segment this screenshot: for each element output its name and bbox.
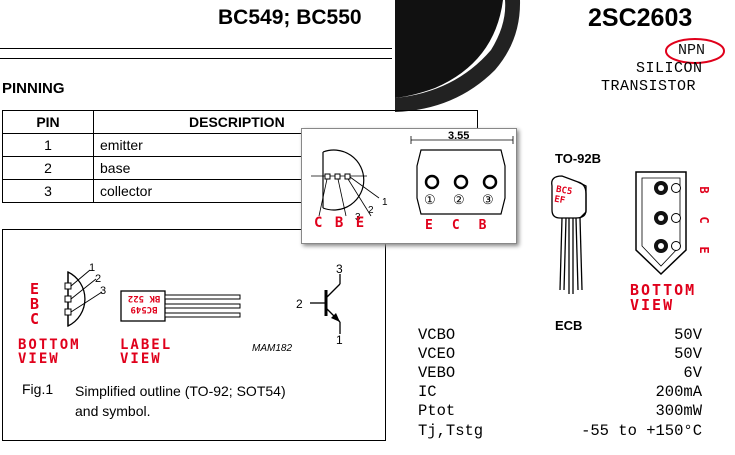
header-rule-top	[0, 48, 392, 49]
type-npn: NPN	[678, 42, 706, 59]
spec-param: VEBO	[418, 364, 456, 382]
spec-row: VCBO 50V	[418, 326, 702, 345]
caption-line1: Simplified outline (TO-92; SOT54)	[75, 383, 286, 399]
column-header-pin: PIN	[2, 110, 94, 134]
spec-row: Ptot 300mW	[418, 402, 702, 421]
to92-label-view	[120, 290, 241, 322]
label-c: C	[30, 310, 42, 328]
pin-letter-b: B	[697, 186, 711, 196]
spec-row: Tj,Tstg -55 to +150°C	[418, 422, 702, 441]
spec-row: IC 200mA	[418, 383, 702, 402]
label-e: E	[30, 280, 42, 298]
pin-cell: 1	[2, 133, 94, 157]
spec-row: VEBO 6V	[418, 364, 702, 383]
overlay-letter-e: E	[355, 215, 367, 231]
datasheet-bottom-view-label: BOTTOM VIEW	[630, 283, 696, 313]
label-view-label: LABEL VIEW	[120, 338, 172, 366]
npn-highlight-circle	[665, 38, 725, 64]
bottom-view-line1: BOTTOM	[18, 337, 81, 353]
figure-caption: Simplified outline (TO-92; SOT54) and sy…	[75, 381, 355, 421]
spec-value: 300mW	[655, 402, 702, 420]
npn-transistor-symbol	[310, 274, 341, 334]
spec-param: Tj,Tstg	[418, 422, 484, 440]
overlay-lead-1: 1	[382, 197, 388, 208]
bottom-view-line2: VIEW	[18, 351, 60, 367]
overlay-dimension: 3.55	[448, 130, 470, 142]
overlay-letter-c2: C	[451, 218, 479, 233]
header-rule-bottom	[0, 58, 392, 59]
pin-cell: 2	[2, 156, 94, 180]
pin-order-label: ECB	[555, 318, 583, 333]
bottom-view-pin-letters: B C E	[697, 176, 711, 266]
overlay-circle-3: ③	[482, 192, 494, 207]
to92-bottom-outline	[64, 269, 103, 328]
to92b-marking: BC5 EF	[553, 185, 572, 208]
datasheet-bottom-line2: VIEW	[630, 296, 675, 314]
overlay-lead-3: 3	[355, 212, 361, 223]
overlay-circle-1: ①	[424, 192, 436, 207]
bottom-view-side-labels: E B C	[30, 282, 41, 327]
symbol-pin-1: 1	[336, 333, 343, 347]
bottom-view-label: BOTTOM VIEW	[18, 338, 81, 366]
pin-letter-e: E	[697, 246, 711, 256]
left-part-title: BC549; BC550	[218, 6, 362, 29]
overlay-letter-c: C	[314, 215, 325, 231]
lead-number-2: 2	[95, 273, 102, 285]
datasheet-bottom-line1: BOTTOM	[630, 281, 697, 299]
spec-value: 6V	[683, 364, 702, 382]
figure-number: Fig.1	[22, 381, 54, 397]
overlay-left-letters: C B E	[314, 215, 366, 231]
pinning-heading: PINNING	[2, 80, 65, 97]
spec-value: 50V	[674, 326, 702, 344]
spec-value: -55 to +150°C	[581, 422, 702, 440]
to92b-drawing	[551, 175, 587, 294]
scan-artifact-arc	[395, 0, 521, 112]
package-marking: BC549 BK 522	[124, 292, 164, 314]
overlay-right-letters: ECB	[425, 218, 505, 233]
overlay-letter-b2: B	[478, 218, 506, 233]
spec-param: IC	[418, 383, 437, 401]
overlay-letter-e2: E	[425, 218, 452, 233]
spec-value: 200mA	[655, 383, 702, 401]
figure-1-frame	[2, 229, 386, 441]
spec-param: VCBO	[418, 326, 456, 344]
overlay-drawing	[311, 136, 514, 217]
marking-line1: BC549	[130, 304, 158, 314]
overlay-lead-2: 2	[368, 205, 374, 216]
overlay-circle-2: ②	[453, 192, 465, 207]
right-part-title: 2SC2603	[588, 4, 693, 32]
type-silicon: SILICON	[636, 60, 703, 77]
type-transistor: TRANSISTOR	[601, 78, 697, 95]
spec-param: VCEO	[418, 345, 456, 363]
datasheet-bottom-view	[635, 171, 687, 276]
lead-number-1: 1	[89, 262, 96, 274]
spec-param: Ptot	[418, 402, 456, 420]
package-name: TO-92B	[555, 151, 601, 166]
pin-cell: 3	[2, 179, 94, 203]
caption-line2: and symbol.	[75, 403, 151, 419]
spec-value: 50V	[674, 345, 702, 363]
label-view-line1: LABEL	[120, 337, 173, 353]
label-b: B	[30, 295, 42, 313]
symbol-pin-2: 2	[296, 297, 303, 311]
marking-line2: BK 522	[127, 293, 161, 303]
pin-letter-c: C	[697, 216, 711, 226]
lead-number-3: 3	[100, 285, 107, 297]
spec-row: VCEO 50V	[418, 345, 702, 364]
mam-code: MAM182	[252, 343, 293, 354]
label-view-line2: VIEW	[120, 351, 162, 367]
symbol-pin-3: 3	[336, 262, 343, 276]
overlay-letter-b: B	[334, 215, 346, 231]
